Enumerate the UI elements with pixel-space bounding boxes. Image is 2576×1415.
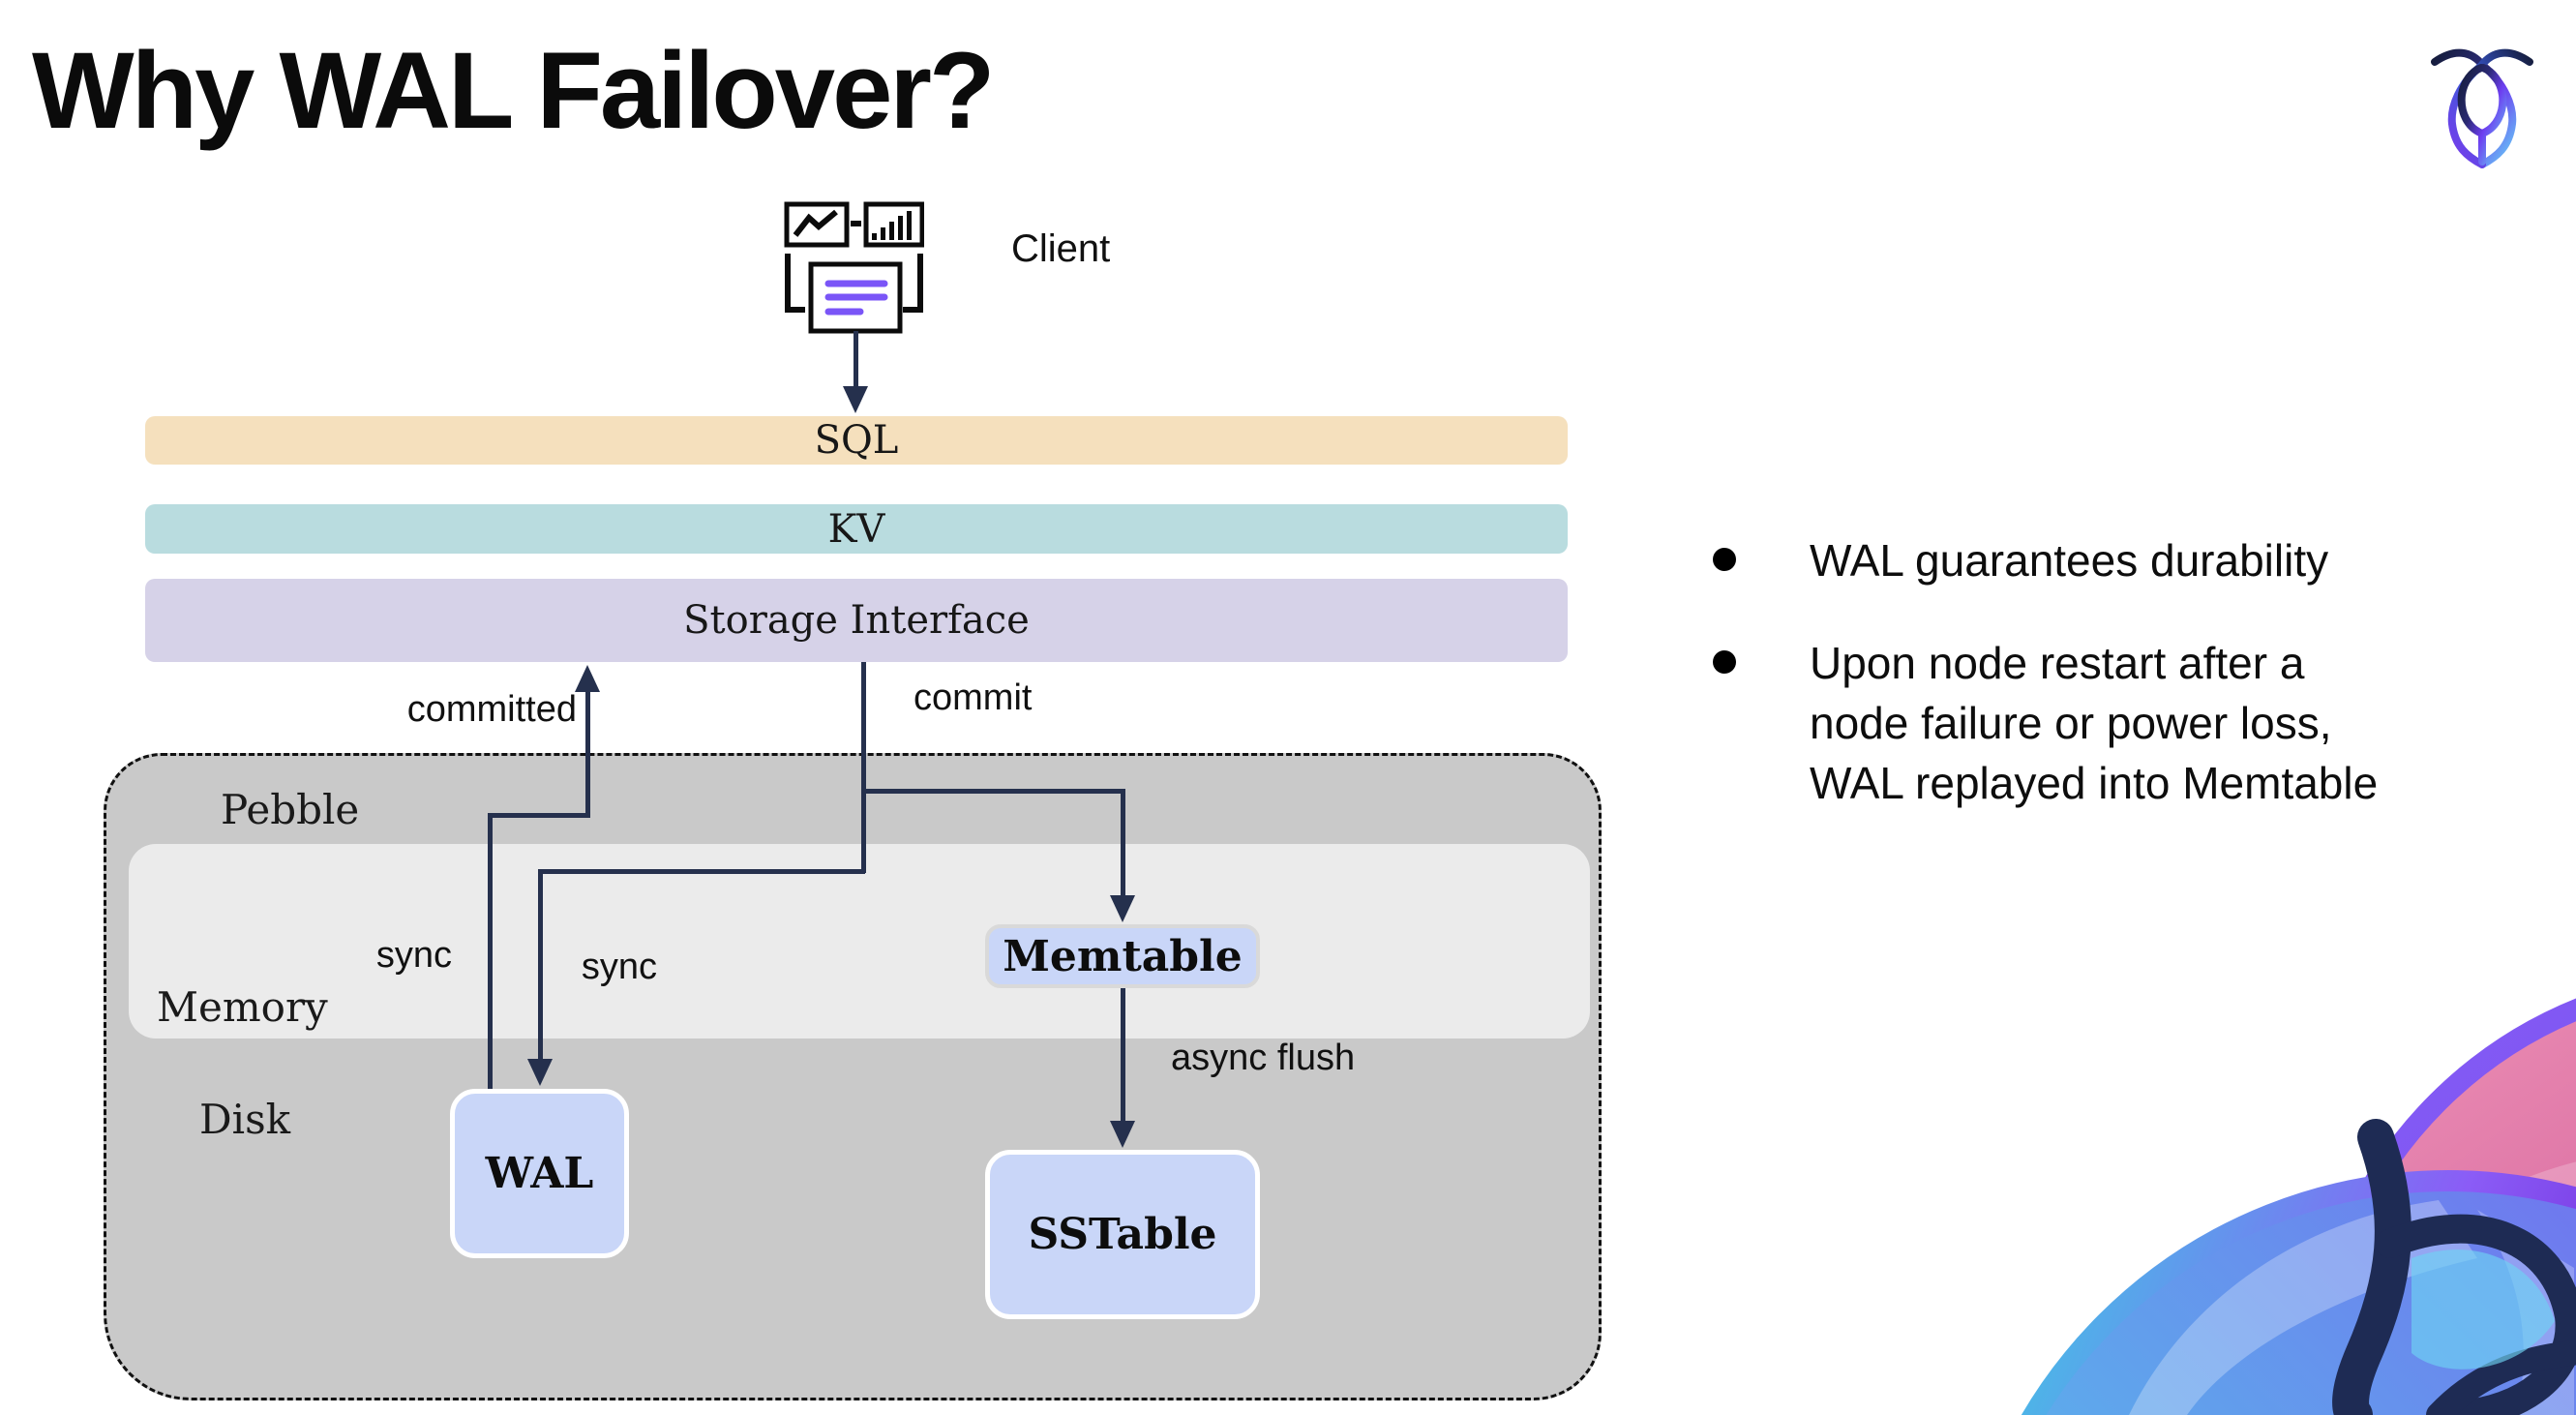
sync-right-label: sync: [581, 947, 658, 987]
edge-sync-to-wal: [538, 869, 543, 1062]
edge-committed-step: [488, 813, 590, 818]
wal-node: WAL: [450, 1089, 629, 1258]
bracket-icon: [785, 254, 923, 313]
wal-label: WAL: [485, 1149, 594, 1198]
sstable-label: SSTable: [1028, 1210, 1217, 1259]
async-flush-label: async flush: [1171, 1038, 1356, 1078]
layer-kv: KV: [145, 504, 1568, 554]
arrowhead-client-sql: [843, 386, 868, 413]
bullet-icon: [1713, 650, 1736, 674]
edge-commit-to-memtable: [861, 789, 1124, 794]
memory-zone: [129, 844, 1590, 1039]
layer-sql: SQL: [145, 416, 1568, 465]
pebble-label: Pebble: [221, 786, 360, 833]
bullet-icon: [1713, 548, 1736, 571]
disk-label: Disk: [199, 1096, 291, 1143]
layer-storage-interface: Storage Interface: [145, 579, 1568, 662]
list-item: Upon node restart after a node failure o…: [1713, 633, 2516, 813]
client-app-icon: [784, 201, 924, 334]
edge-sync-horizontal: [538, 869, 865, 874]
line-chart-icon: [784, 201, 850, 248]
bullet-list: WAL guarantees durability Upon node rest…: [1713, 530, 2516, 856]
edge-commit-vertical: [861, 662, 866, 873]
sstable-node: SSTable: [985, 1150, 1260, 1319]
memtable-label: Memtable: [1003, 931, 1243, 981]
sync-left-label: sync: [375, 935, 453, 976]
bullet-text: WAL guarantees durability: [1810, 535, 2329, 586]
committed-label: committed: [406, 689, 577, 730]
edge-committed-upper: [585, 689, 590, 817]
arrowhead-committed: [575, 665, 600, 692]
page-title: Why WAL Failover?: [32, 30, 995, 151]
document-text-lines: [824, 280, 888, 316]
edge-flush: [1121, 988, 1125, 1124]
memory-label: Memory: [157, 983, 328, 1031]
cockroachdb-brand-art-icon: [2022, 998, 2576, 1415]
client-label: Client: [1011, 227, 1111, 270]
arrowhead-sstable: [1110, 1121, 1135, 1148]
dash-connector: [851, 221, 861, 226]
edge-memtable-drop: [1121, 789, 1125, 898]
layer-kv-label: KV: [827, 506, 885, 552]
commit-label: commit: [914, 677, 1033, 718]
layer-sql-label: SQL: [814, 418, 899, 463]
edge-client-sql: [854, 331, 858, 391]
cockroachdb-logo-icon: [2431, 48, 2533, 168]
bullet-text: Upon node restart after a node failure o…: [1810, 638, 2379, 808]
arrowhead-memtable: [1110, 895, 1135, 922]
memtable-node: Memtable: [985, 924, 1260, 988]
layer-storage-label: Storage Interface: [683, 598, 1030, 643]
arrowhead-wal: [527, 1059, 553, 1086]
edge-committed-lower: [488, 813, 493, 1089]
list-item: WAL guarantees durability: [1713, 530, 2516, 590]
